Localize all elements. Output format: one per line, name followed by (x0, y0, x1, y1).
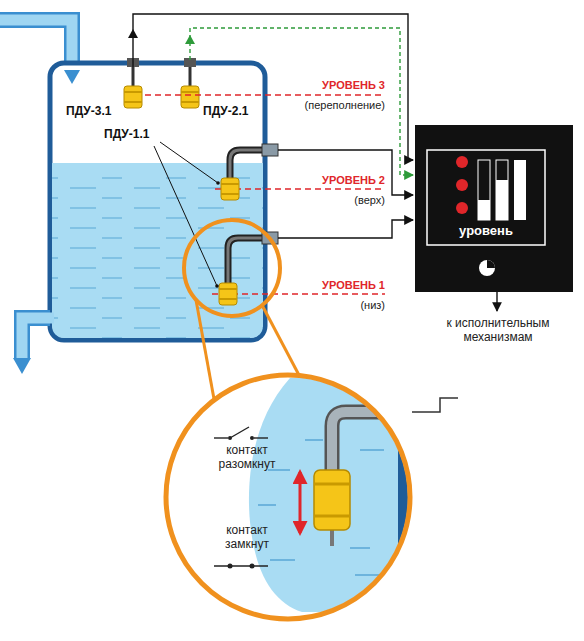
level-note: (низ) (265, 298, 385, 312)
level-note: (переполнение) (265, 98, 385, 112)
controller-box: уровень (415, 125, 573, 292)
level-name: УРОВЕНЬ 3 (265, 78, 385, 92)
sensor-name: ПДУ-2.1 (203, 104, 259, 118)
contact-state: контакт замкнут (204, 523, 290, 551)
contact-state: контакт разомкнут (204, 443, 290, 471)
level-name: УРОВЕНЬ 2 (265, 173, 385, 187)
level-note: (верх) (265, 193, 385, 207)
output-note: к исполнительным механизмам (428, 316, 568, 344)
level-name: УРОВЕНЬ 1 (265, 278, 385, 292)
sensor-name: ПДУ-1.1 (104, 127, 160, 141)
sensor-name: ПДУ-3.1 (66, 104, 122, 118)
panel-caption: уровень (427, 224, 545, 238)
zoom-callout: контакт разомкнут контакт замкнут (166, 375, 410, 619)
